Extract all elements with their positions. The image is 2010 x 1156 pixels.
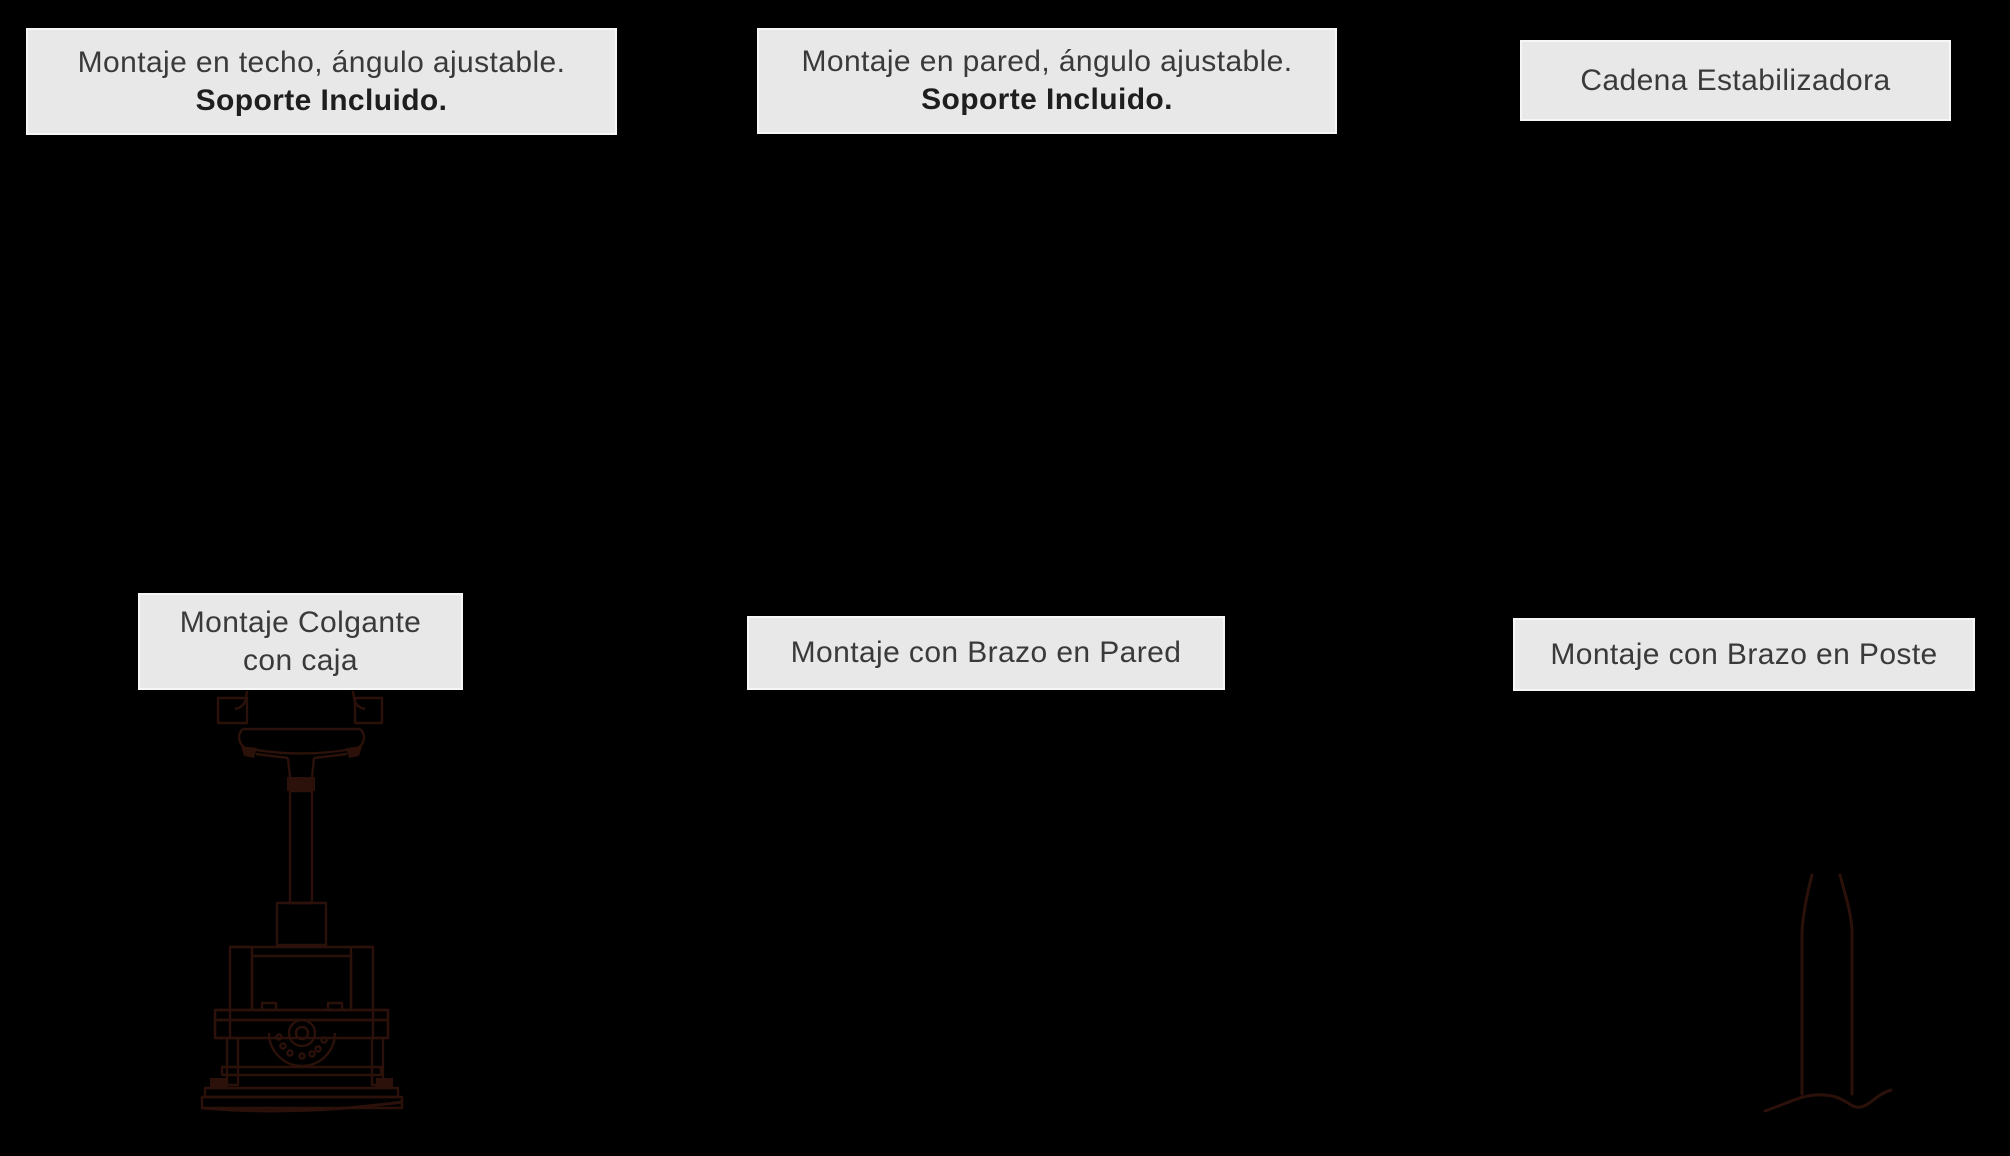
pendant-left-arm (234, 690, 249, 711)
pendant-mount-text-line1: Montaje Colgante (179, 605, 422, 639)
stabilizer-chain-text: Cadena Estabilizadora (1580, 63, 1891, 97)
label-ceiling-mount: Montaje en techo, ángulo ajustable. Sopo… (26, 28, 617, 135)
label-stabilizer-chain: Cadena Estabilizadora (1520, 40, 1951, 121)
label-wall-mount: Montaje en pared, ángulo ajustable. Sopo… (757, 28, 1337, 134)
canopy-left-cap (241, 746, 257, 758)
pendant-mount-drawing (200, 690, 404, 1113)
left-foot (210, 1078, 227, 1088)
pole-left-edge (1800, 873, 1814, 1096)
right-foot (376, 1078, 393, 1088)
pipe-collar (287, 777, 315, 791)
pendant-ground-line (201, 1100, 403, 1113)
wall-mount-bold-text: Soporte Incluido. (921, 83, 1173, 116)
wall-arm-mount-text: Montaje con Brazo en Pared (790, 636, 1182, 670)
label-wall-arm-mount: Montaje con Brazo en Pared (747, 616, 1225, 690)
label-pole-arm-mount: Montaje con Brazo en Poste (1513, 618, 1975, 691)
pole-ground-line (1763, 1088, 1893, 1113)
pole-arm-mount-text: Montaje con Brazo en Poste (1550, 637, 1938, 671)
label-pendant-mount: Montaje Colgante con caja (138, 593, 463, 690)
ceiling-mount-text: Montaje en techo, ángulo ajustable. (77, 45, 566, 79)
pendant-left-wing (216, 696, 249, 725)
pendant-right-wing (353, 696, 384, 725)
pole-mount-drawing (1763, 873, 1893, 1113)
pendant-mount-text-line2: con caja (243, 643, 358, 677)
canopy-right-cap (346, 746, 362, 758)
wall-mount-text: Montaje en pared, ángulo ajustable. (801, 45, 1293, 79)
ceiling-mount-bold-text: Soporte Incluido. (195, 83, 448, 117)
pole-right-edge (1838, 873, 1854, 1096)
